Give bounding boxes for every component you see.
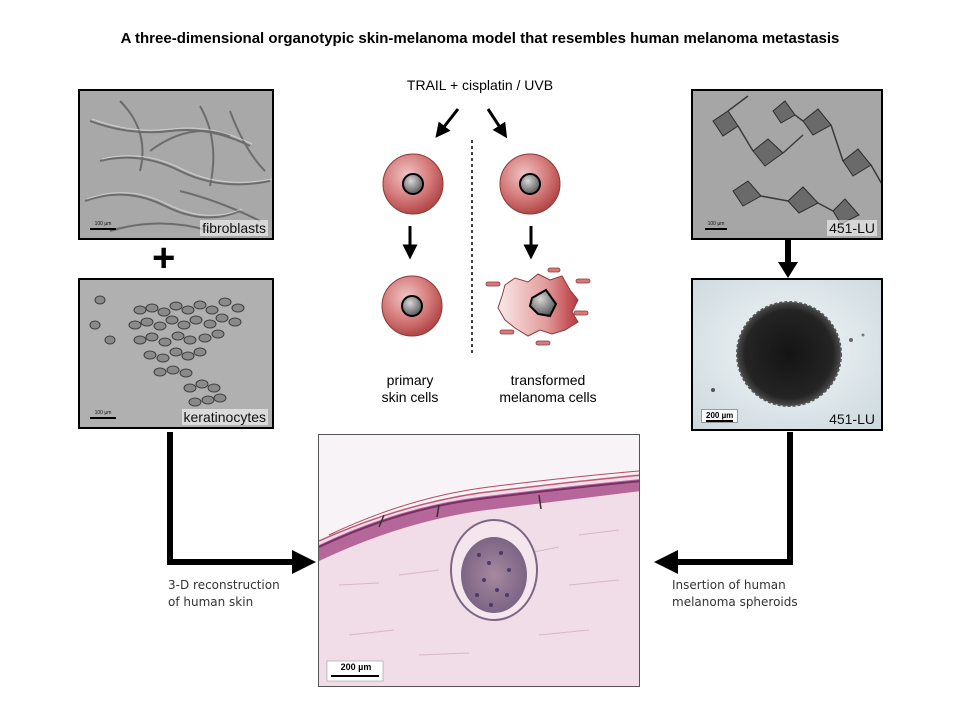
figure-title: A three-dimensional organotypic skin-mel…: [120, 30, 840, 47]
skin-histology-micrograph: 200 µm: [318, 434, 640, 687]
keratinocytes-scale-label: 100 µm: [94, 410, 112, 416]
keratinocytes-caption: keratinocytes: [181, 409, 268, 425]
melanoma-cells-scale-label: 100 µm: [707, 221, 725, 227]
spheroid-scale-label: 200 µm: [706, 411, 734, 420]
histology-scale-label: 200 µm: [340, 662, 372, 672]
keratinocytes-micrograph: 100 µm keratinocytes: [78, 278, 274, 429]
primary-cell-icon: [382, 153, 444, 215]
fibroblasts-scale-label: 100 µm: [94, 221, 112, 227]
plus-sign: +: [152, 236, 176, 280]
treatment-label: TRAIL + cisplatin / UVB: [406, 77, 554, 93]
arrow-to-primary: [435, 108, 460, 138]
fibroblasts-caption: fibroblasts: [200, 220, 268, 236]
melanoma-cells-micrograph: 100 µm 451-LU: [691, 89, 883, 240]
spheroid-caption: 451-LU: [829, 411, 875, 427]
transformed-melanoma-cell-icon: [485, 267, 591, 346]
pre-transformed-cell-icon: [499, 153, 561, 215]
spheroid-micrograph: 200 µm 451-LU: [691, 278, 883, 431]
primary-skin-cell-icon: [381, 275, 443, 337]
arrow-right-to-histology: [678, 432, 793, 565]
arrow-to-transformed: [486, 108, 508, 139]
melanoma-cells-caption: 451-LU: [827, 220, 877, 236]
fibroblasts-micrograph: 100 µm fibroblasts: [78, 89, 274, 240]
arrow-left-to-histology: [167, 432, 292, 565]
